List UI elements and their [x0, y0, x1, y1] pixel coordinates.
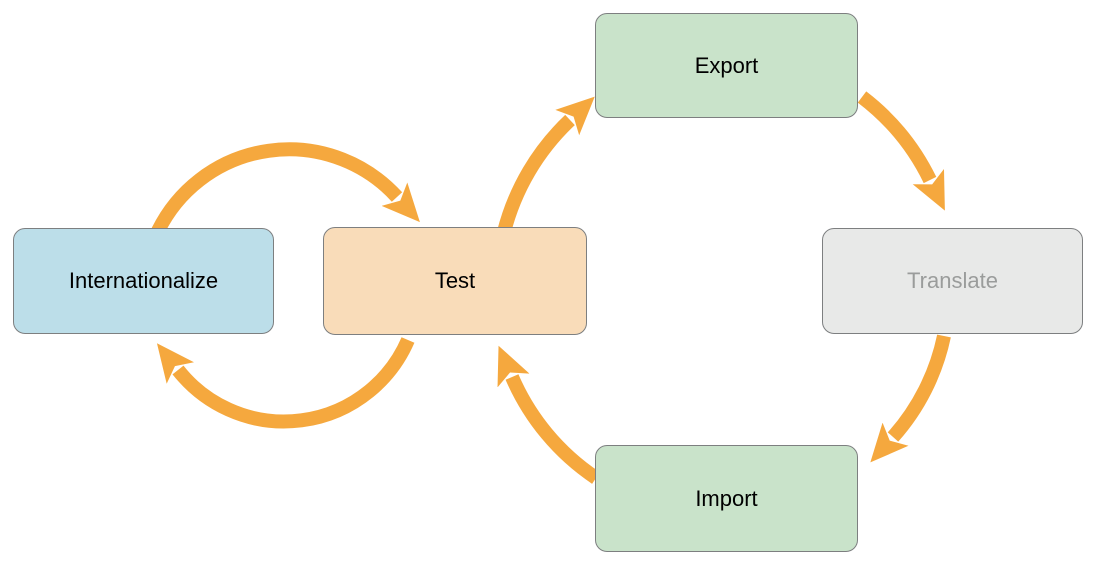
edge-export-to-translate [857, 91, 945, 211]
node-test: Test [323, 227, 587, 335]
node-import-label: Import [695, 485, 758, 511]
node-export: Export [595, 13, 858, 118]
edge-test-to-internationalize [156, 337, 415, 429]
node-export-label: Export [694, 52, 759, 78]
node-internationalize-label: Internationalize [68, 268, 219, 293]
edge-test-to-export [497, 96, 595, 234]
node-test-label: Test [434, 268, 476, 293]
node-translate: Translate [822, 228, 1083, 334]
node-import: Import [595, 445, 858, 552]
edge-import-to-test [497, 345, 600, 484]
node-internationalize: Internationalize [13, 228, 274, 334]
node-translate-label: Translate [907, 268, 998, 293]
edge-translate-to-import [870, 334, 951, 463]
edge-internationalize-to-test [151, 142, 420, 235]
